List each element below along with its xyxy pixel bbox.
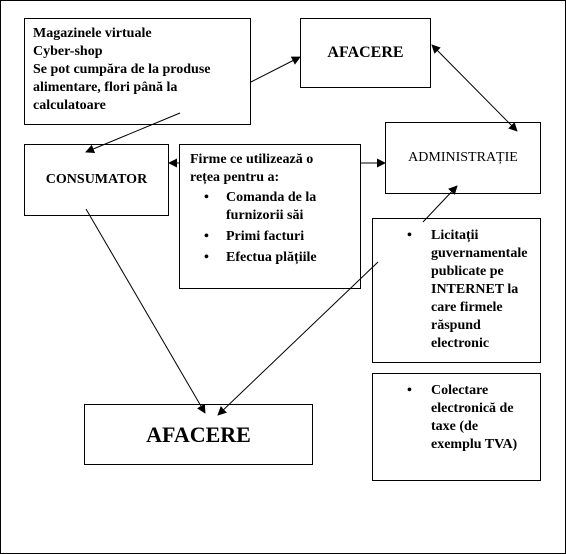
licitatii-item-text: Licitații guvernamentale publicate pe IN… [431, 228, 528, 351]
licitatii-list: • Licitații guvernamentale publicate pe … [373, 227, 536, 353]
bullet-icon: • [204, 229, 209, 244]
afacere-top-box: AFACERE [300, 18, 431, 88]
firme-item: • Comanda de la furnizorii săi [190, 189, 354, 225]
firme-intro-1: Firme ce utilizează o [190, 152, 314, 167]
arrow-shop-to-consumator [85, 112, 181, 154]
firme-item-text: Efectua plățiile [226, 250, 317, 265]
firme-item-text: Comanda de la furnizorii săi [226, 190, 317, 223]
cyber-shop-box: Magazinele virtuale Cyber-shop Se pot cu… [24, 18, 251, 125]
arrow-licitatii-to-afacere [217, 261, 379, 416]
consumator-label: CONSUMATOR [45, 172, 148, 187]
administratie-box: ADMINISTRAȚIE [385, 122, 541, 194]
arrow-consumator-to-afacere [85, 208, 206, 414]
consumator-box: CONSUMATOR [24, 144, 169, 216]
bullet-icon: • [407, 383, 412, 398]
firme-item-text: Primi facturi [226, 229, 305, 244]
firme-intro-2: rețea pentru a: [190, 170, 280, 185]
afacere-bottom-box: AFACERE [84, 404, 313, 465]
bullet-icon: • [204, 250, 209, 265]
firme-list: • Comanda de la furnizorii săi • Primi f… [190, 189, 354, 267]
taxe-list: • Colectare electronică de taxe (de exem… [373, 382, 536, 454]
taxe-box: • Colectare electronică de taxe (de exem… [372, 373, 541, 481]
taxe-item-text: Colectare electronică de taxe (de exempl… [431, 383, 518, 452]
licitatii-item: • Licitații guvernamentale publicate pe … [373, 227, 536, 353]
licitatii-box: • Licitații guvernamentale publicate pe … [372, 218, 541, 363]
arrow-licitatii-to-administratie [422, 185, 458, 223]
bullet-icon: • [204, 190, 209, 205]
taxe-item: • Colectare electronică de taxe (de exem… [373, 382, 536, 454]
shop-line-5: calculatoare [33, 98, 106, 113]
shop-line-3: Se pot cumpăra de la produse [33, 62, 211, 77]
afacere-top-label: AFACERE [327, 44, 404, 61]
administratie-label: ADMINISTRAȚIE [408, 150, 518, 165]
shop-line-2: Cyber-shop [33, 44, 103, 59]
bullet-icon: • [407, 228, 412, 243]
arrow-afacere-administratie [431, 44, 518, 132]
afacere-bottom-label: AFACERE [146, 421, 251, 447]
firme-box: Firme ce utilizează o rețea pentru a: • … [179, 144, 361, 289]
shop-line-4: alimentare, flori până la [33, 80, 178, 95]
shop-line-1: Magazinele virtuale [33, 26, 152, 41]
arrow-shop-to-afacere [250, 56, 301, 83]
firme-item: • Efectua plățiile [190, 249, 354, 267]
firme-item: • Primi facturi [190, 228, 354, 246]
